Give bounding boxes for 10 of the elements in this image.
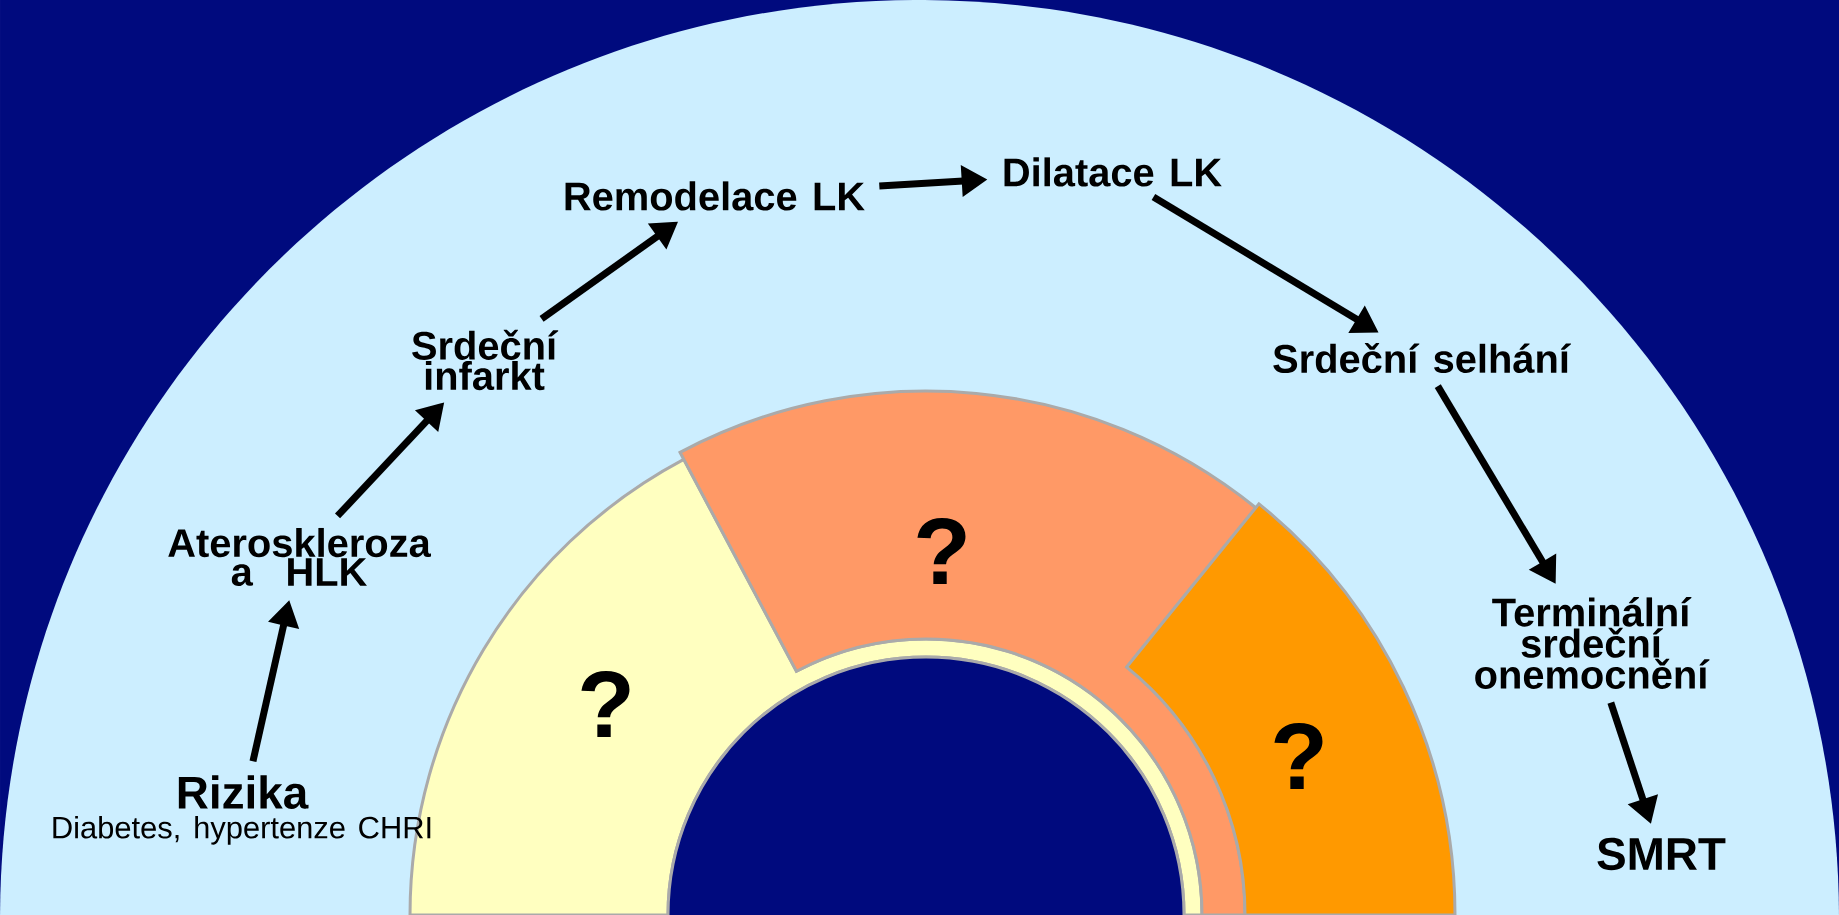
stage-label: Dilatace LK (1004, 157, 1222, 187)
stage-label: SMRT (1597, 837, 1726, 871)
stage-label: Srdeční infarkt (412, 329, 559, 391)
stage-label: Srdeční selhání (1273, 342, 1571, 374)
stage-label: Ateroskleroza a HLK (168, 527, 431, 586)
stage-label: Remodelace LK (565, 181, 865, 211)
ring-segment: ? (678, 389, 1258, 915)
stage-label: Rizika Diabetes, hypertenze CHRI (53, 775, 431, 845)
ring-segment: ? (1125, 502, 1457, 915)
stage-label: Terminální srdeční onemocnění (1475, 597, 1710, 689)
